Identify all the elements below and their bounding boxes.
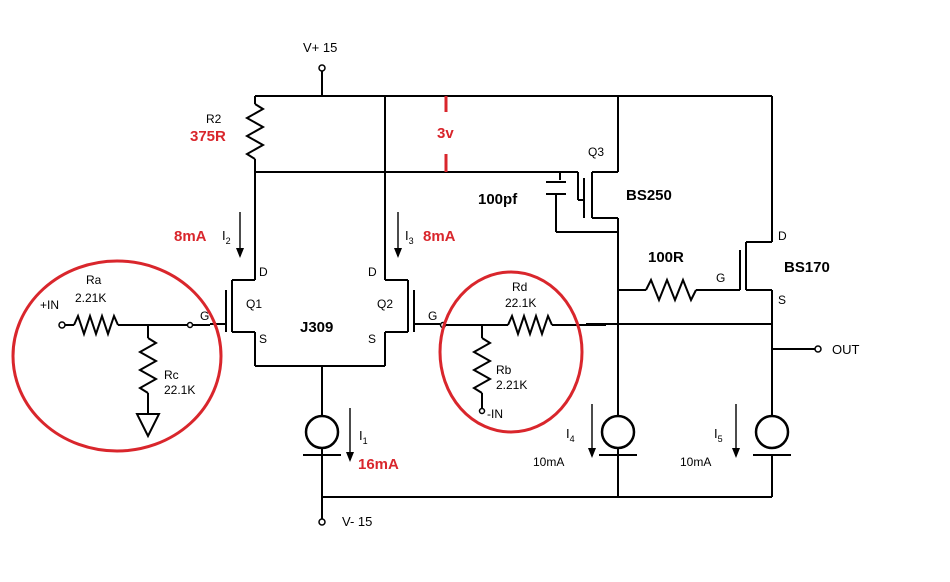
i1-value: 16mA xyxy=(358,456,399,473)
q4-gate-label: G xyxy=(716,271,725,285)
q1-name: Q1 xyxy=(246,297,262,311)
highlight-circle-left xyxy=(11,259,223,453)
q3-name: Q3 xyxy=(588,145,604,159)
rc-value: 22.1K xyxy=(164,383,195,397)
q4-source-label: S xyxy=(778,293,786,307)
current-i3: I3 8mA xyxy=(394,212,456,258)
q2-drain-label: D xyxy=(368,265,377,279)
q2-gate-label: G xyxy=(428,309,437,323)
neg-input-label: -IN xyxy=(487,407,503,421)
output-label: OUT xyxy=(832,342,860,357)
svg-text:I2: I2 xyxy=(222,228,231,246)
resistor-gate-100r: 100R xyxy=(618,249,734,303)
capacitor-value: 100pf xyxy=(478,191,518,208)
vpos-label: V+ 15 xyxy=(303,40,337,55)
ra-value: 2.21K xyxy=(75,291,106,305)
jfet-q2: D S G Q2 xyxy=(368,265,440,366)
capacitor-100pf: 100pf xyxy=(478,172,618,233)
i2-value: 8mA xyxy=(174,228,207,245)
q4-part-number: BS170 xyxy=(784,259,830,276)
q2-source-label: S xyxy=(368,332,376,346)
positive-rail: V+ 15 xyxy=(255,40,772,97)
voltage-drop-label: 3v xyxy=(437,125,454,142)
mosfet-q3: Q3 BS250 xyxy=(560,96,672,497)
negative-rail: V- 15 xyxy=(318,496,772,529)
rd-value: 22.1K xyxy=(505,296,536,310)
resistor-r2: R2 375R xyxy=(190,96,266,172)
jfet-q1: D S G Q1 xyxy=(200,265,268,366)
i5-value: 10mA xyxy=(680,455,711,469)
current-source-i1: I1 16mA xyxy=(303,408,399,497)
voltage-drop-annotation: 3v xyxy=(437,96,454,172)
q2-name: Q2 xyxy=(377,297,393,311)
input-network-negative: Rd 22.1K Rb 2.21K -IN xyxy=(439,280,606,421)
highlight-circle-right xyxy=(438,270,584,434)
pos-input-label: +IN xyxy=(40,298,59,312)
q1-drain-label: D xyxy=(259,265,268,279)
ra-name: Ra xyxy=(86,273,102,287)
rb-value: 2.21K xyxy=(496,378,527,392)
output-terminal xyxy=(814,345,822,353)
q1-gate-label: G xyxy=(200,309,209,323)
current-source-i5: I5 10mA xyxy=(617,404,791,497)
svg-text:I4: I4 xyxy=(566,426,575,444)
i4-value: 10mA xyxy=(533,455,564,469)
r2-value: 375R xyxy=(190,128,226,145)
current-source-i4: I4 10mA xyxy=(533,404,637,469)
q4-drain-label: D xyxy=(778,229,787,243)
q1-source-label: S xyxy=(259,332,267,346)
mosfet-q4: D S G BS170 xyxy=(716,96,830,415)
i1-label: I1 xyxy=(359,428,368,446)
rb-name: Rb xyxy=(496,363,512,377)
rc-name: Rc xyxy=(164,368,179,382)
rd-name: Rd xyxy=(512,280,527,294)
pair-part-number: J309 xyxy=(300,319,333,336)
current-i2: I2 8mA xyxy=(174,212,244,258)
gate-resistor-value: 100R xyxy=(648,249,684,266)
i3-value: 8mA xyxy=(423,228,456,245)
vneg-label: V- 15 xyxy=(342,514,372,529)
q3-part-number: BS250 xyxy=(626,187,672,204)
svg-text:I3: I3 xyxy=(405,228,414,246)
svg-text:I5: I5 xyxy=(714,426,723,444)
input-network-positive: +IN Ra 2.21K Rc 22.1K xyxy=(40,273,210,439)
r2-name: R2 xyxy=(206,112,222,126)
